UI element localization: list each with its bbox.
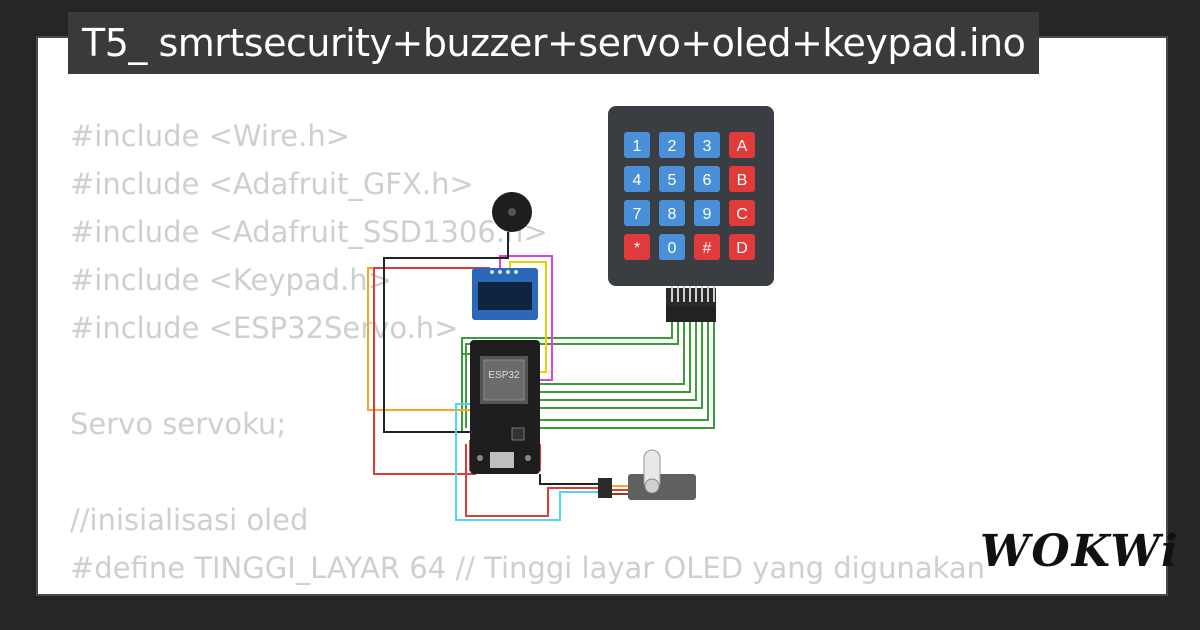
code-line: #include <Keypad.h> [70,263,392,297]
keypad-key-B[interactable]: B [729,166,755,192]
buzzer[interactable] [492,192,532,232]
servo-connector [598,478,612,498]
servo-body [628,474,696,500]
wire-green [540,320,715,429]
keypad-key-label: A [737,138,748,155]
wire-red [373,267,490,475]
wire-green [540,320,703,409]
wire-green [540,320,697,401]
wire-green [540,320,709,421]
code-line: #define TINGGI_LAYAR 64 // Tinggi layar … [70,551,986,585]
wires [367,232,715,521]
wire-green [540,320,691,393]
keypad-key-7[interactable]: 7 [624,200,650,226]
keypad-key-1[interactable]: 1 [624,132,650,158]
keypad-key-label: 3 [703,138,712,155]
servo-motor[interactable] [598,449,696,500]
keypad-key-#[interactable]: # [694,234,720,260]
keypad-key-label: 6 [703,172,712,189]
keypad-key-9[interactable]: 9 [694,200,720,226]
project-title[interactable]: T5_ smrtsecurity+buzzer+servo+oled+keypa… [68,12,1040,74]
keypad-key-3[interactable]: 3 [694,132,720,158]
keypad-key-6[interactable]: 6 [694,166,720,192]
code-line: //inisialisasi oled [70,503,309,537]
keypad-key-label: C [736,206,748,223]
project-card: #include <Wire.h> #include <Adafruit_GFX.… [36,36,1168,596]
wire-magenta [499,255,553,381]
wokwi-logo: WOKWi [980,526,1180,577]
keypad-key-label: 5 [668,172,677,189]
code-line: #include <ESP32Servo.h> [70,311,459,345]
wire-green [465,320,679,428]
buzzer-hole [508,208,516,216]
keypad-key-0[interactable]: 0 [659,234,685,260]
usb-port [490,452,514,468]
keypad-key-4[interactable]: 4 [624,166,650,192]
esp32-label: ESP32 [488,370,520,381]
wire-yellow [509,261,547,373]
oled-screen [478,282,532,310]
keypad-key-label: * [634,240,640,257]
oled-display[interactable] [472,268,538,320]
wire-red [465,444,598,517]
keypad-key-label: 7 [633,206,642,223]
keypad-key-label: 9 [703,206,712,223]
code-line: Servo servoku; [70,407,287,441]
keypad-key-D[interactable]: D [729,234,755,260]
keypad-key-*[interactable]: * [624,234,650,260]
keypad-key-label: 0 [668,240,677,257]
keypad-key-label: 4 [633,172,642,189]
code-line: #include <Adafruit_GFX.h> [70,167,474,201]
keypad-key-label: B [737,172,748,189]
keypad-key-8[interactable]: 8 [659,200,685,226]
code-line: #include <Wire.h> [70,119,351,153]
keypad-key-2[interactable]: 2 [659,132,685,158]
wire-black [539,474,598,485]
keypad-key-5[interactable]: 5 [659,166,685,192]
wire-cyan [455,403,598,521]
keypad-key-label: 8 [668,206,677,223]
esp32-board[interactable]: ESP32 [470,340,540,474]
keypad-key-label: D [736,240,748,257]
code-line: #include <Adafruit_SSD1306.h> [70,215,548,249]
code-preview: #include <Wire.h> #include <Adafruit_GFX.… [70,112,990,594]
keypad-key-label: # [703,240,712,257]
wire-black [383,232,509,433]
keypad-key-C[interactable]: C [729,200,755,226]
keypad[interactable]: 1 2 3 A 4 5 6 B 7 8 9 C * 0 # D [608,106,774,322]
wire-green [540,320,685,385]
keypad-key-label: 2 [668,138,677,155]
keypad-key-A[interactable]: A [729,132,755,158]
wire-green [461,320,673,432]
keypad-header [666,306,716,322]
keypad-key-label: 1 [633,138,642,155]
